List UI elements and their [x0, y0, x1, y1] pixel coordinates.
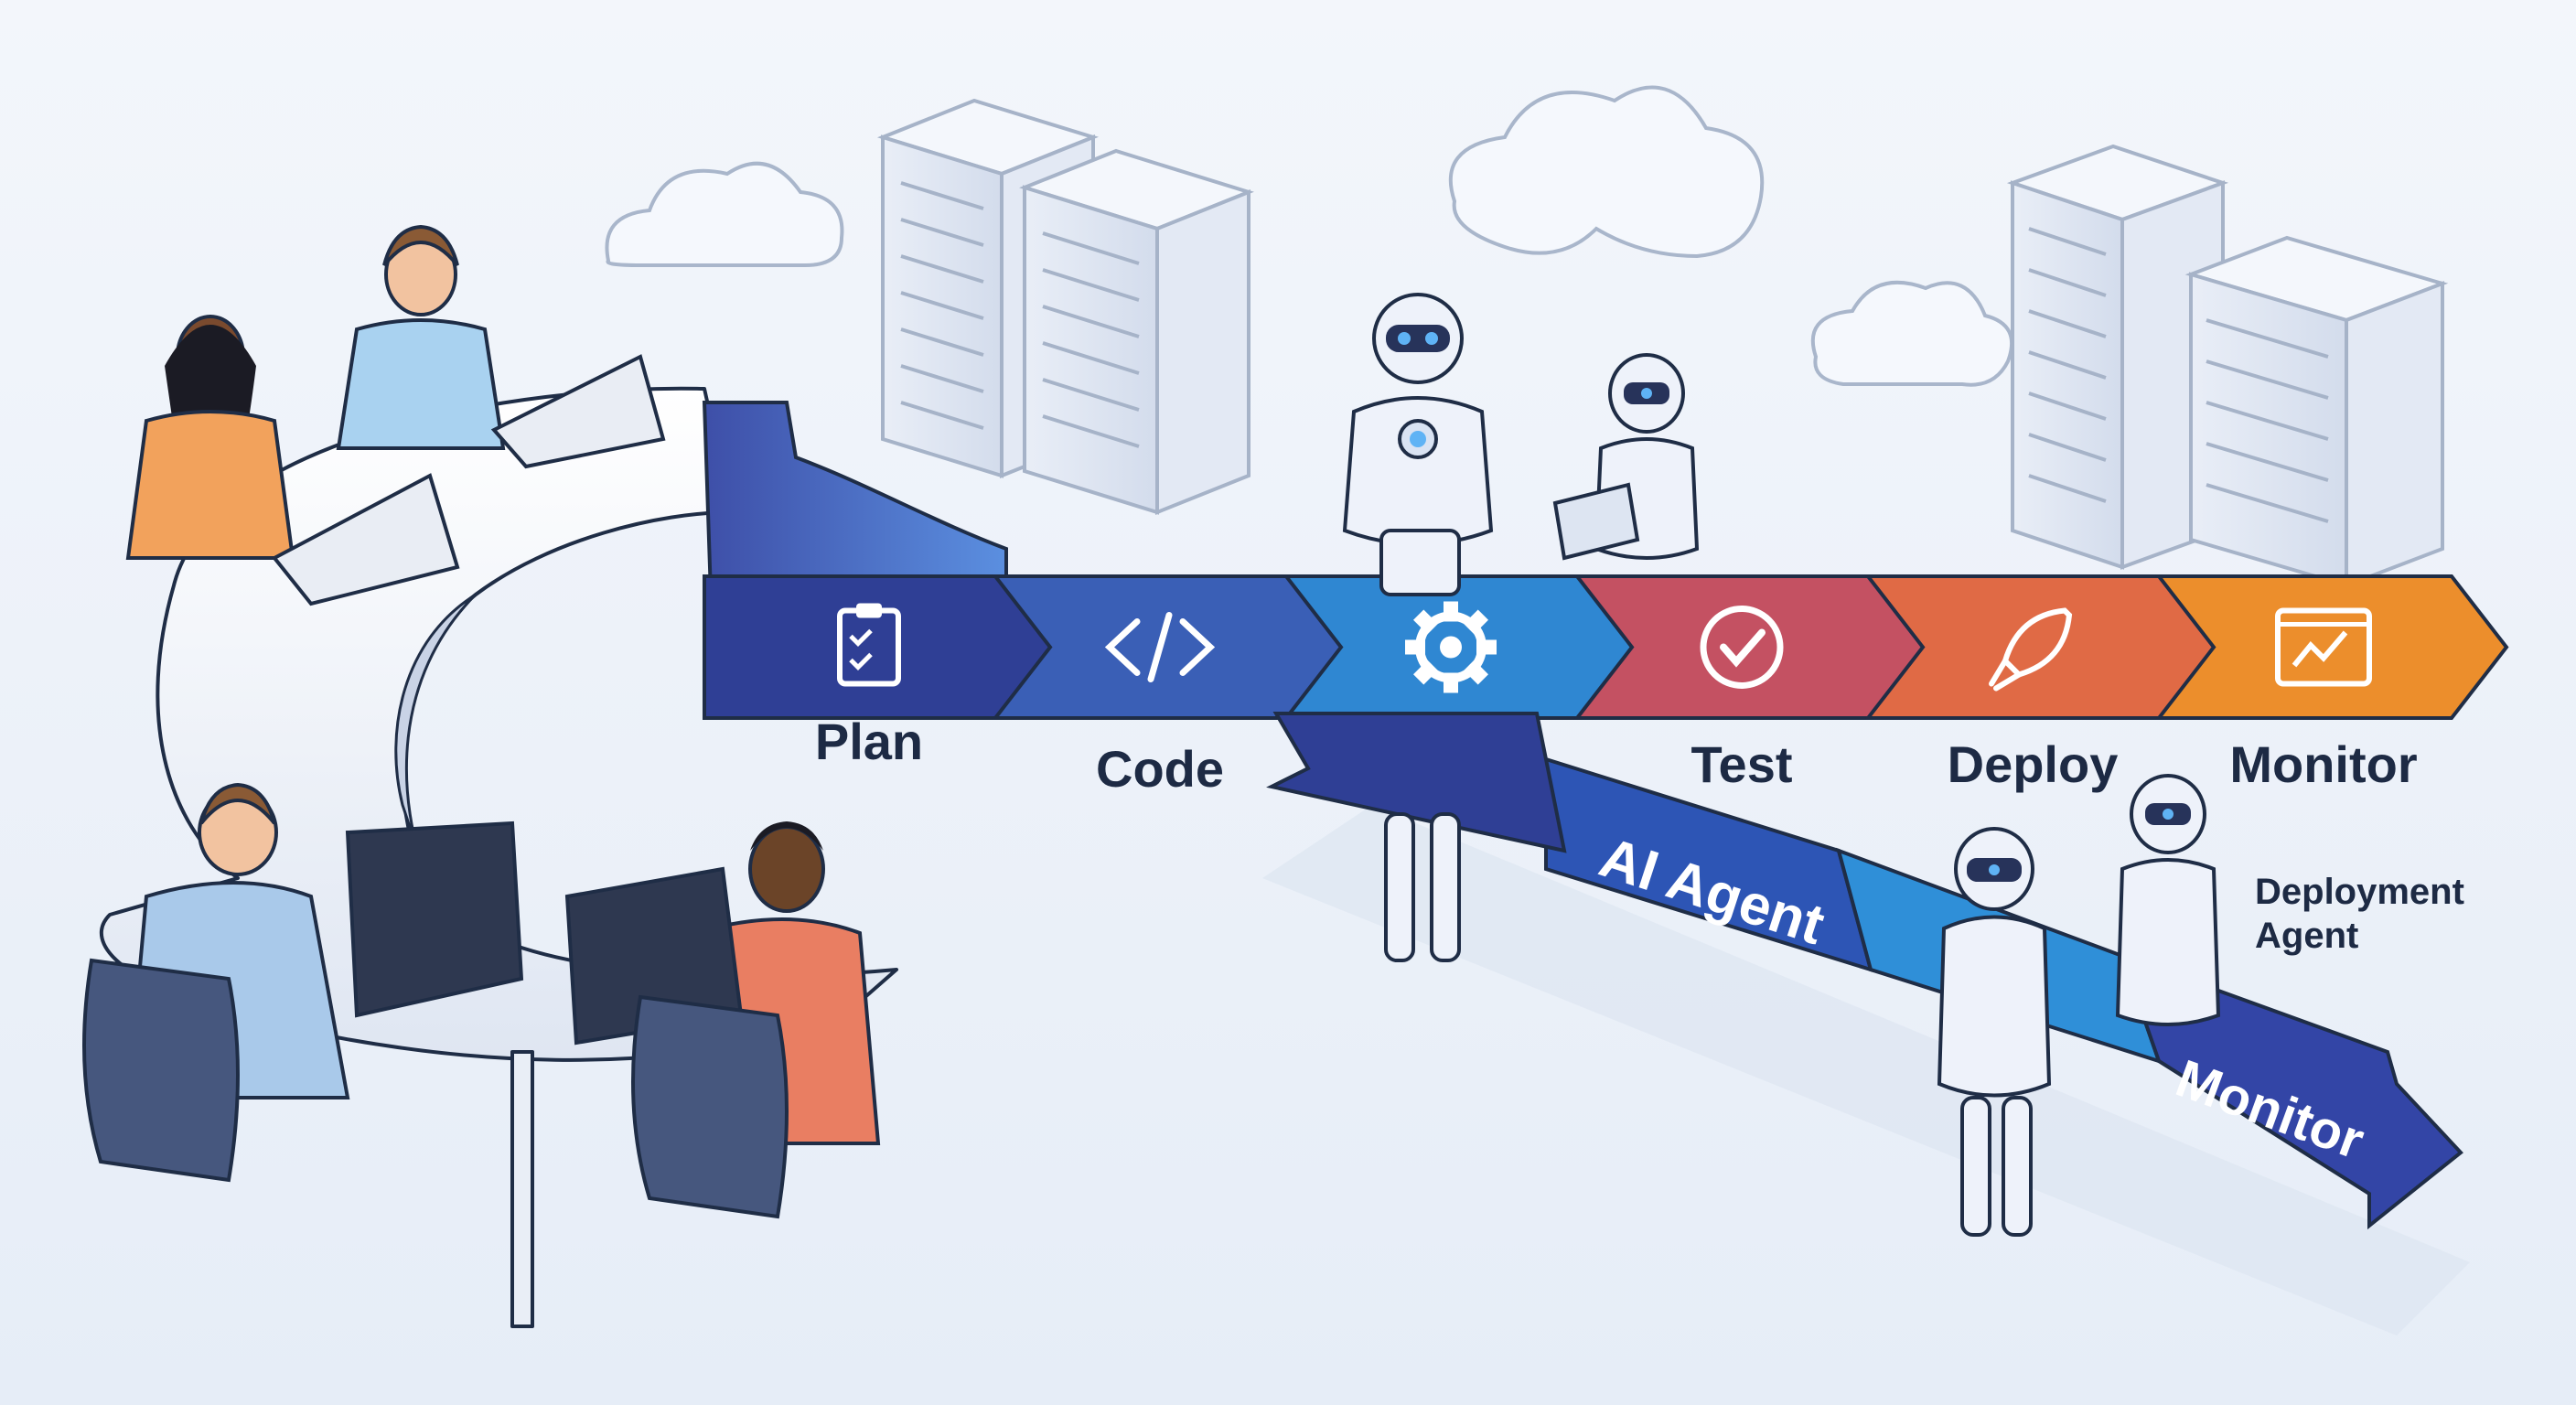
office-chair — [82, 958, 789, 1219]
pipeline-stage-label: Monitor — [2229, 735, 2417, 793]
clipboard-icon — [837, 603, 901, 687]
build-down-arrow — [1266, 712, 1567, 853]
pipeline-stage-label: Deploy — [1948, 735, 2119, 793]
person-icon — [125, 315, 460, 606]
pipeline-stages: PlanCodeBuildTestDeployMonitor — [703, 574, 2509, 798]
pipeline-stage-plan: Plan — [703, 574, 1055, 770]
ai-track-segment-monitor — [2119, 952, 2463, 1230]
server-rack-icon — [1019, 148, 1254, 515]
checkmark-circle-icon — [1700, 606, 1784, 689]
gear-icon — [1405, 601, 1497, 693]
cloud-icon — [1448, 85, 1765, 259]
code-brackets-icon — [1104, 612, 1216, 682]
chart-monitor-icon — [2275, 607, 2372, 687]
pipeline-chevron — [703, 574, 1055, 720]
pipeline-stage-label: Plan — [815, 713, 923, 770]
robot-icon — [1937, 827, 2052, 1237]
pipeline-stage-label: Code — [1096, 740, 1224, 798]
pipeline-stage-monitor: Monitor — [2154, 574, 2509, 793]
robot-icon — [2115, 774, 2221, 1026]
person-icon — [564, 821, 881, 1145]
rocket-icon — [1989, 607, 2073, 692]
deployment-agent-label: Deployment Agent — [2255, 872, 2474, 956]
person-icon — [336, 224, 666, 469]
server-rack-icon — [2184, 235, 2449, 588]
pipeline-stage-label: Test — [1691, 735, 1793, 793]
robot-icon — [1552, 353, 1700, 561]
track-shadow — [1262, 805, 2470, 1335]
pipeline-stage-test: Test — [1572, 574, 1927, 793]
cloud-icon — [1810, 280, 2013, 387]
robot-icon — [1342, 293, 1494, 962]
cloud-icon — [605, 161, 844, 267]
